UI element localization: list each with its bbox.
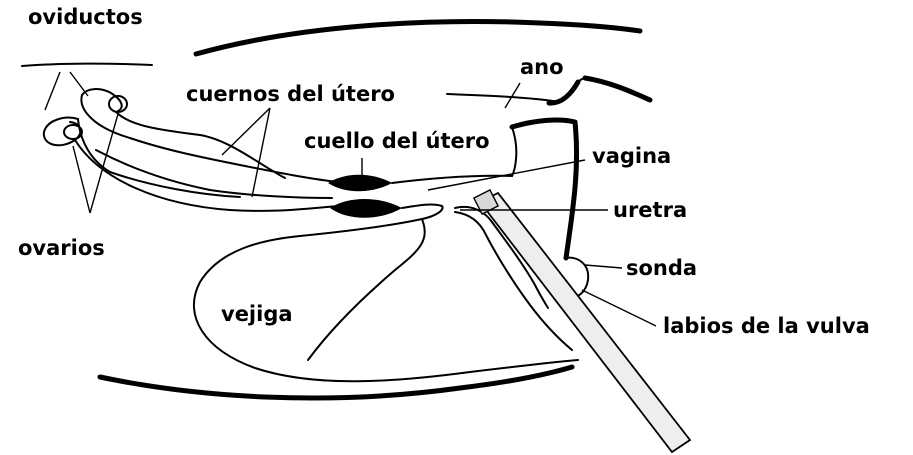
uterine-horn-lower [78,119,240,197]
leader-oviducts-left [45,72,60,110]
anus-curve [549,82,578,103]
uterine-horn-lower-inner [96,150,332,198]
label-urethra: uretra [613,198,687,222]
rectum-wall [585,78,650,100]
label-anus: ano [520,55,564,79]
cervix-lower-lens [330,199,402,218]
rectum-line [447,78,650,102]
right-oviduct-coil [82,89,122,112]
leader-probe [585,265,622,268]
body-belly-outline [100,367,572,398]
cervix-upper-lens [328,175,392,192]
leader-vagina [428,160,585,190]
probe-body [480,193,690,452]
leader-horn-a [222,108,270,155]
body-back-outline [196,22,640,54]
label-bladder: vejiga [221,302,293,326]
oviduct-top-line [22,64,152,66]
label-uterine-horns: cuernos del útero [186,82,395,106]
label-vulva-lips: labios de la vulva [663,314,870,338]
label-cervix: cuello del útero [304,129,490,153]
vagina-rear [512,127,516,176]
vagina-lower-wall [402,205,443,219]
label-ovaries: ovarios [18,236,105,260]
leader-oviducts-right [70,72,88,96]
label-oviducts: oviductos [28,5,143,29]
leader-horn-b [252,108,270,197]
label-probe: sonda [626,256,697,280]
leader-anus [505,83,520,108]
label-vagina: vagina [592,144,671,168]
bladder-upper-wall [308,219,425,360]
